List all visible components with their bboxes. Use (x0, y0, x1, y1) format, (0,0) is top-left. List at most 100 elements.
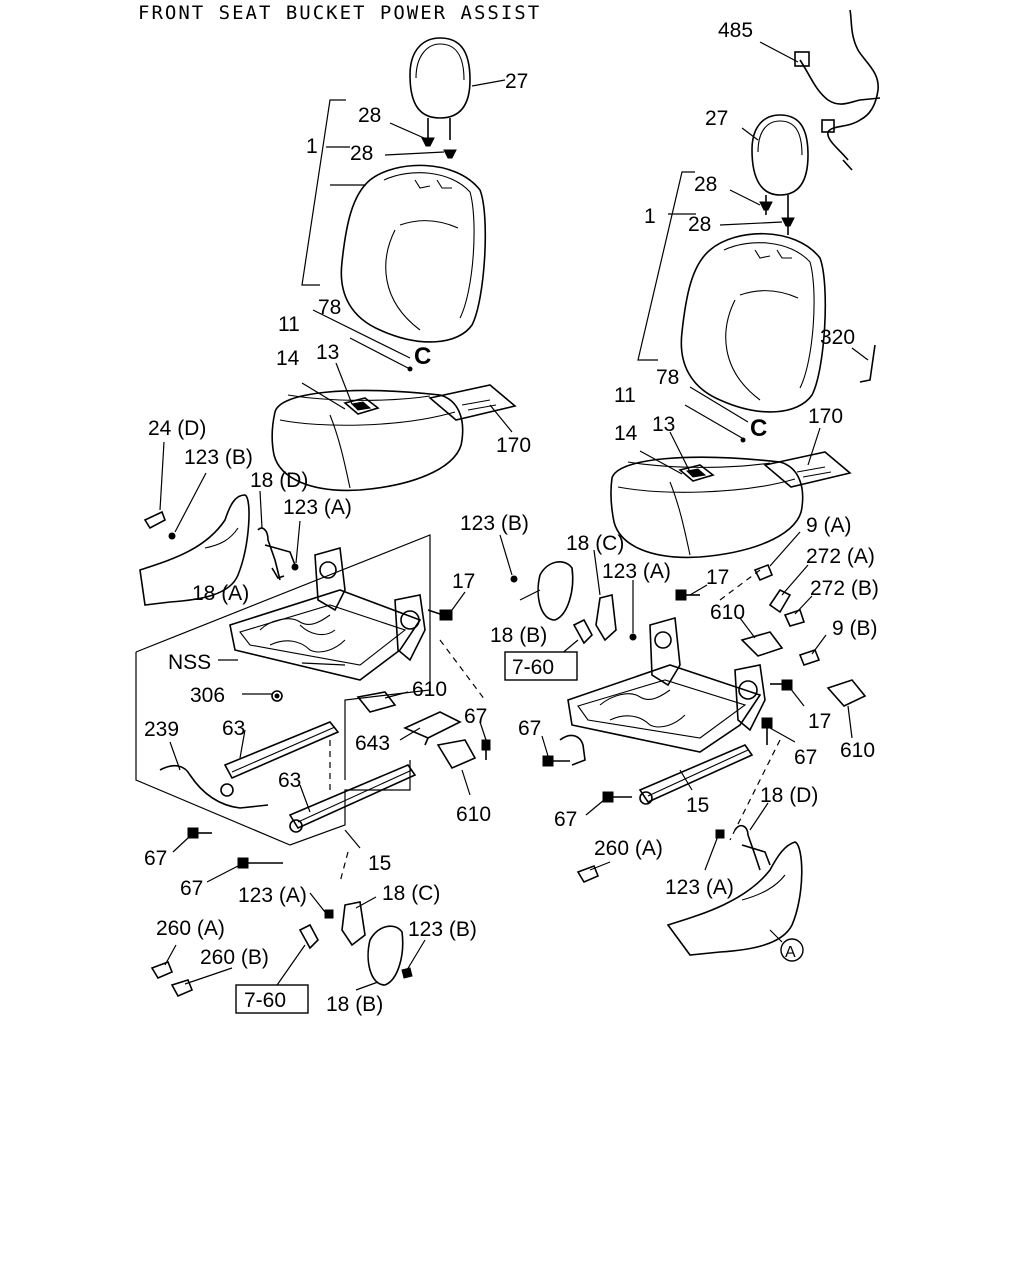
reference-a: A (785, 944, 796, 961)
left-bracket-18c (341, 901, 366, 947)
left-bracket-18d (257, 527, 296, 581)
label-1: 1 (306, 135, 318, 158)
label-15: 15 (686, 794, 709, 817)
reference-c: C (750, 415, 767, 442)
right-side-trim-a (666, 841, 803, 956)
reference-circle-a (780, 938, 804, 962)
label-123b: 123 (B) (460, 512, 529, 535)
label-28: 28 (694, 173, 717, 196)
label-123a: 123 (A) (602, 560, 671, 583)
right-clip-260a (576, 864, 600, 884)
label-18c: 18 (C) (566, 532, 624, 555)
label-18c: 18 (C) (382, 882, 440, 905)
right-seat-back (680, 232, 827, 413)
label-170: 170 (808, 405, 843, 428)
label-67: 67 (144, 847, 167, 870)
label-18b: 18 (B) (490, 624, 547, 647)
reference-c: C (414, 343, 431, 370)
right-bracket-18d (734, 824, 761, 871)
label-78: 78 (656, 366, 679, 389)
left-wire-239 (159, 764, 269, 809)
label-67: 67 (554, 808, 577, 831)
label-123a: 123 (A) (283, 496, 352, 519)
label-320: 320 (820, 326, 855, 349)
label-11: 11 (278, 313, 300, 336)
label-67: 67 (794, 746, 817, 769)
label-28: 28 (688, 213, 711, 236)
label-24d: 24 (D) (148, 417, 206, 440)
left-side-trim-18a (139, 494, 250, 606)
label-239: 239 (144, 718, 179, 741)
label-610: 610 (840, 739, 875, 762)
left-seat-frame (229, 546, 426, 681)
left-headrest (409, 37, 471, 159)
right-trim-18b (537, 561, 574, 621)
left-trim-18b (367, 925, 404, 986)
label-28: 28 (358, 104, 381, 127)
label-485: 485 (718, 19, 753, 42)
label-260a: 260 (A) (594, 837, 663, 860)
label-13: 13 (316, 341, 339, 364)
label-63: 63 (222, 717, 245, 740)
left-seat-rail-upper-63 (220, 721, 340, 797)
label-643: 643 (355, 732, 390, 755)
diagram-title: FRONT SEAT BUCKET POWER ASSIST (138, 2, 542, 24)
right-bracket (559, 734, 586, 766)
label-272b: 272 (B) (810, 577, 879, 600)
label-18b: 18 (B) (326, 993, 383, 1016)
right-rod-320 (859, 344, 876, 383)
label-18a: 18 (A) (192, 582, 249, 605)
right-cover-610b (826, 679, 867, 707)
label-610: 610 (412, 678, 447, 701)
label-306: 306 (190, 684, 225, 707)
label-27: 27 (705, 107, 728, 130)
right-cover-610a (740, 631, 784, 657)
left-knob (298, 923, 319, 950)
label-63: 63 (278, 769, 301, 792)
label-17: 17 (706, 566, 729, 589)
label-13: 13 (652, 413, 675, 436)
left-cover-610a (356, 691, 397, 713)
right-bracket-18c (595, 594, 617, 642)
label-272a: 272 (A) (806, 545, 875, 568)
left-clip-260a (150, 960, 174, 980)
left-bracket-643 (403, 711, 462, 739)
label-170: 170 (496, 434, 531, 457)
label-9b: 9 (B) (832, 617, 878, 640)
label-17: 17 (808, 710, 831, 733)
label-67: 67 (518, 717, 541, 740)
label-610: 610 (456, 803, 491, 826)
right-clip-9a (753, 563, 774, 582)
right-cover-272a (768, 588, 792, 614)
label-67: 67 (464, 705, 487, 728)
right-headrest (751, 114, 809, 235)
label-123b: 123 (B) (184, 446, 253, 469)
label-1: 1 (644, 205, 656, 228)
label-123a: 123 (A) (665, 876, 734, 899)
left-bolt-17 (427, 609, 453, 621)
label-18d: 18 (D) (250, 469, 308, 492)
left-clip-260b (170, 979, 194, 998)
right-clip-9b (798, 649, 821, 666)
label-67: 67 (180, 877, 203, 900)
label-17: 17 (452, 570, 475, 593)
right-knob (572, 618, 593, 645)
label-28: 28 (350, 142, 373, 165)
reference-7-60: 7-60 (512, 656, 554, 679)
right-seat-rail-15 (638, 744, 754, 805)
right-seat-cushion (610, 456, 804, 559)
left-bolt-67b (187, 827, 212, 839)
reference-7-60: 7-60 (244, 989, 286, 1012)
right-labels: 485 27 28 1 28 320 78 11 C 14 13 170 123… (460, 19, 879, 962)
label-260a: 260 (A) (156, 917, 225, 940)
right-seat-assembly (499, 9, 881, 956)
label-27: 27 (505, 70, 528, 93)
label-14: 14 (276, 347, 300, 370)
reference-box-7-60 (504, 651, 578, 681)
label-123b: 123 (B) (408, 918, 477, 941)
label-78: 78 (318, 296, 341, 319)
right-part-170 (763, 451, 852, 488)
left-seat-assembly (135, 37, 517, 998)
label-123a: 123 (A) (238, 884, 307, 907)
